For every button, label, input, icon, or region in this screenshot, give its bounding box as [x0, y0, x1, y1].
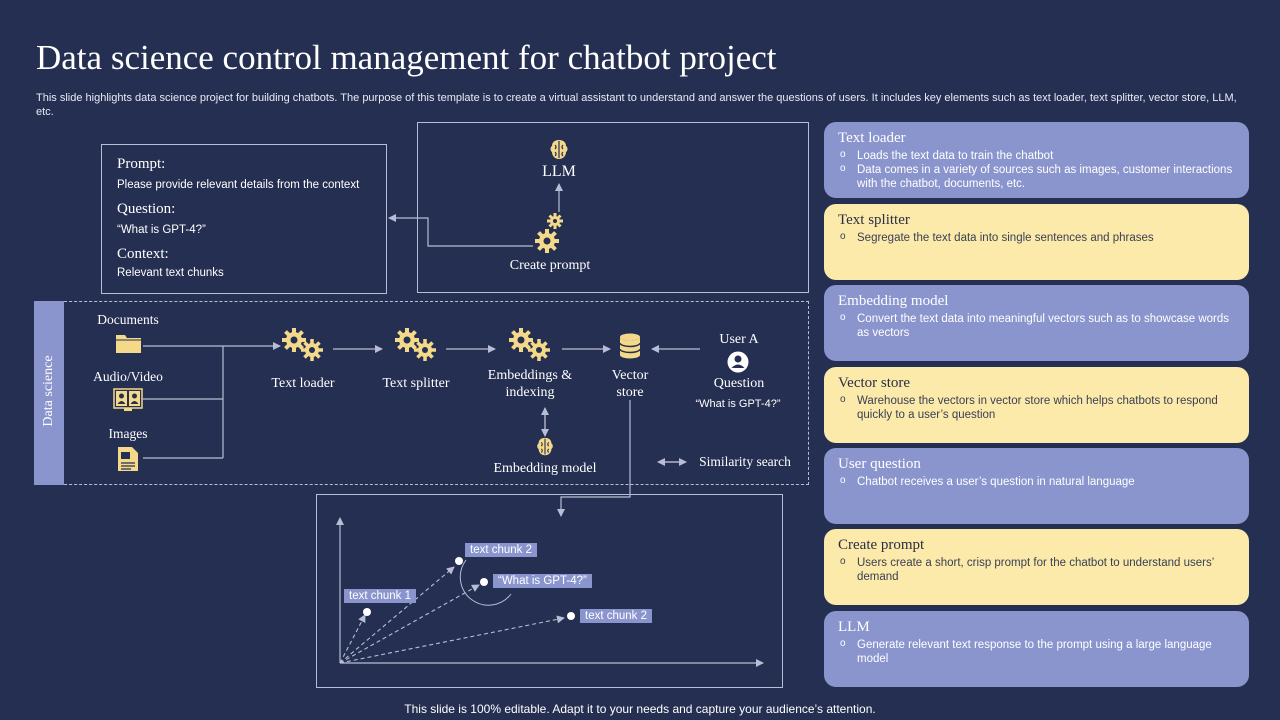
prompt-text: Please provide relevant details from the… — [117, 179, 360, 191]
vector-chunk-a — [339, 566, 455, 664]
database-icon — [619, 333, 641, 359]
question-heading: Question: — [117, 201, 176, 217]
text-splitter-label: Text splitter — [382, 376, 450, 391]
text-loader-gears-icon — [282, 328, 323, 361]
audio-video-label: Audio/Video — [93, 369, 163, 384]
similarity-search-label: Similarity search — [699, 454, 791, 469]
footer-note: This slide is 100% editable. Adapt it to… — [404, 702, 876, 716]
point-chunk-c — [567, 612, 575, 620]
image-document-icon — [118, 447, 138, 471]
card-title: Embedding model — [838, 293, 949, 309]
card-title: Text loader — [838, 130, 906, 146]
point-chunk-b — [363, 608, 371, 616]
data-science-label: Data science — [41, 355, 56, 427]
gears-icon — [535, 213, 563, 253]
prompt-heading: Prompt: — [117, 156, 166, 172]
card-bullets: Loads the text data to train the chatbot… — [838, 148, 1235, 191]
context-heading: Context: — [117, 246, 169, 262]
card-llm: LLM Generate relevant text response to t… — [824, 611, 1249, 687]
card-bullet: Convert the text data into meaningful ve… — [838, 311, 1235, 340]
text-loader-label: Text loader — [271, 376, 335, 391]
query-label: “What is GPT-4?” — [493, 574, 592, 588]
documents-label: Documents — [97, 312, 159, 327]
user-label: User A — [719, 332, 759, 347]
data-science-sidebar — [34, 301, 64, 485]
card-user-question: User question Chatbot receives a user’s … — [824, 448, 1249, 524]
card-bullets: Segregate the text data into single sent… — [838, 230, 1235, 245]
create-prompt-label: Create prompt — [509, 258, 591, 273]
llm-label: LLM — [542, 163, 576, 180]
chunk-label-b: text chunk 1 — [344, 589, 417, 603]
llm-box — [417, 122, 809, 293]
card-bullet: Segregate the text data into single sent… — [838, 230, 1235, 245]
folder-icon — [116, 335, 141, 353]
vector-plot — [336, 517, 764, 667]
vector-store-label-line1: Vector — [611, 368, 649, 383]
card-bullets: Convert the text data into meaningful ve… — [838, 311, 1235, 340]
card-text-splitter: Text splitter Segregate the text data in… — [824, 204, 1249, 280]
embeddings-gears-icon — [509, 328, 550, 361]
page-subtitle: This slide highlights data science proje… — [36, 92, 1237, 118]
video-call-icon — [113, 388, 143, 411]
chunk-label-c: text chunk 2 — [580, 609, 653, 623]
card-vector-store: Vector store Warehouse the vectors in ve… — [824, 367, 1249, 443]
card-title: Vector store — [838, 375, 911, 391]
page-title: Data science control management for chat… — [36, 38, 777, 77]
card-create-prompt: Create prompt Users create a short, cris… — [824, 529, 1249, 605]
vector-store-label: Vector store — [595, 367, 665, 401]
question-text: “What is GPT-4?” — [117, 224, 206, 236]
context-text: Relevant text chunks — [117, 267, 224, 279]
card-title: Text splitter — [838, 212, 910, 228]
card-bullet: Chatbot receives a user’s question in na… — [838, 474, 1235, 489]
vector-query — [339, 584, 480, 664]
data-science-label-wrap: Data science — [34, 355, 64, 426]
card-bullets: Chatbot receives a user’s question in na… — [838, 474, 1235, 489]
vector-store-label-line2: store — [616, 385, 644, 400]
card-title: User question — [838, 456, 921, 472]
card-bullet: Loads the text data to train the chatbot — [838, 148, 1235, 163]
point-chunk-a — [455, 557, 463, 565]
card-bullet: Users create a short, crisp prompt for t… — [838, 555, 1235, 584]
embeddings-label: Embeddings & indexing — [475, 367, 585, 401]
card-title: Create prompt — [838, 537, 925, 553]
card-embedding-model: Embedding model Convert the text data in… — [824, 285, 1249, 361]
point-query — [480, 578, 488, 586]
text-splitter-gears-icon — [395, 328, 436, 361]
card-title: LLM — [838, 619, 870, 635]
vector-chunk-c — [339, 615, 565, 664]
card-text-loader: Text loader Loads the text data to train… — [824, 122, 1249, 198]
card-bullet: Warehouse the vectors in vector store wh… — [838, 393, 1235, 422]
embedding-model-label: Embedding model — [493, 461, 597, 476]
card-bullets: Users create a short, crisp prompt for t… — [838, 555, 1235, 584]
embeddings-label-line2: indexing — [505, 385, 555, 400]
card-bullet: Data comes in a variety of sources such … — [838, 162, 1235, 191]
vector-plot-box — [316, 494, 783, 688]
prompt-box — [101, 144, 387, 294]
user-question-text: “What is GPT-4?” — [695, 398, 781, 410]
card-bullets: Warehouse the vectors in vector store wh… — [838, 393, 1235, 422]
question-label: Question — [713, 376, 765, 391]
similarity-arc — [459, 559, 512, 606]
user-avatar-icon — [727, 351, 749, 373]
connector-lines — [143, 183, 700, 517]
vector-chunk-b — [339, 614, 366, 664]
chunk-label-a: text chunk 2 — [465, 543, 538, 557]
brain-icon — [550, 140, 568, 159]
card-bullet: Generate relevant text response to the p… — [838, 637, 1235, 666]
embedding-brain-icon — [537, 437, 553, 456]
embeddings-label-line1: Embeddings & — [487, 368, 573, 383]
images-label: Images — [108, 426, 148, 441]
card-bullets: Generate relevant text response to the p… — [838, 637, 1235, 666]
